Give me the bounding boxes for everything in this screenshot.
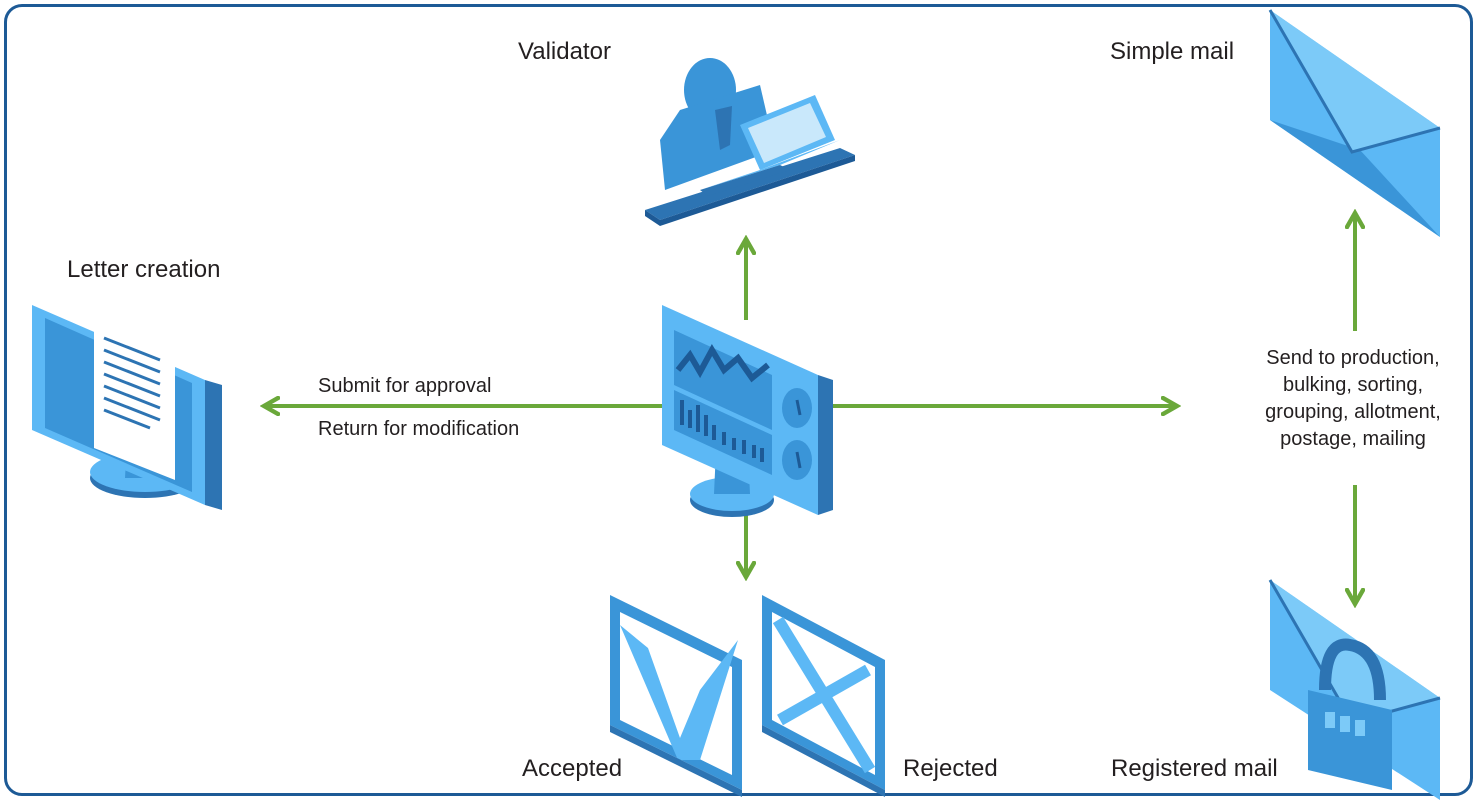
person-at-laptop-icon: [645, 58, 855, 226]
return-edge-label: Return for modification: [318, 418, 520, 440]
rejected-label: Rejected: [903, 755, 998, 782]
accepted-label: Accepted: [522, 755, 623, 782]
production-line: grouping, allotment,: [1265, 401, 1441, 423]
checkmark-icon: [610, 595, 742, 797]
monitor-document-icon: [32, 305, 222, 510]
production-line: Send to production,: [1266, 347, 1440, 369]
production-edge-label: Send to production, bulking, sorting, gr…: [1218, 345, 1481, 453]
arrows: [266, 215, 1355, 602]
envelope-icon: [1268, 9, 1441, 237]
production-line: bulking, sorting,: [1282, 374, 1424, 396]
cross-icon: [762, 595, 885, 797]
dashboard-monitor-icon: [662, 305, 833, 517]
locked-envelope-icon: [1268, 579, 1441, 800]
registered-mail-label: Registered mail: [1111, 755, 1278, 782]
production-line: postage, mailing: [1280, 428, 1426, 450]
validator-label: Validator: [518, 38, 611, 65]
simple-mail-label: Simple mail: [1110, 38, 1235, 65]
submit-edge-label: Submit for approval: [318, 375, 492, 397]
letter-creation-label: Letter creation: [67, 256, 221, 283]
